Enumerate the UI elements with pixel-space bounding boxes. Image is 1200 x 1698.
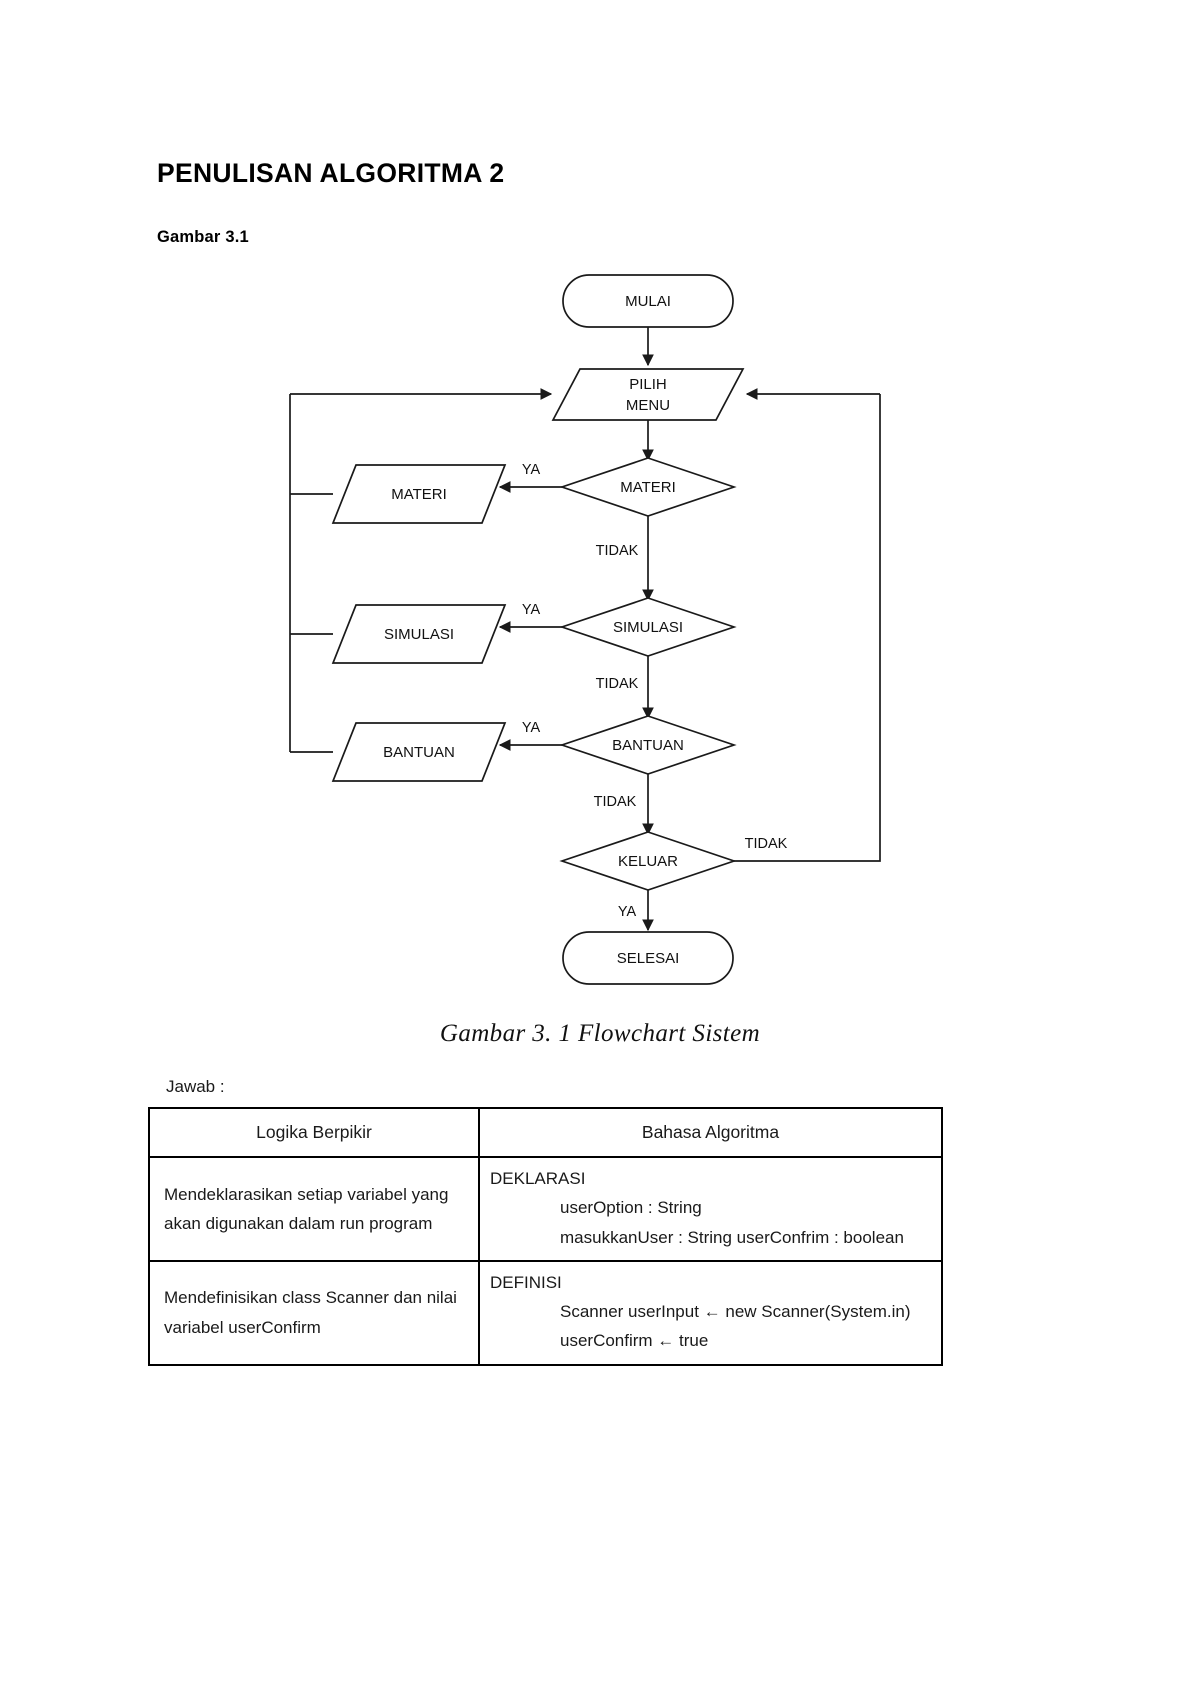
cell-logic-2: Mendefinisikan class Scanner dan nilai v… (148, 1259, 480, 1366)
node-selesai (562, 931, 734, 985)
algo-line-2-1: Scanner userInput ← new Scanner(System.i… (560, 1302, 911, 1322)
page-title: PENULISAN ALGORITMA 2 (157, 158, 505, 188)
node-label-pilih-menu-line1: PILIH (629, 376, 667, 393)
edge-label-bantuan-ya: YA (522, 720, 541, 736)
table-row: Mendefinisikan class Scanner dan nilai v… (148, 1259, 943, 1366)
figure-caption: Gambar 3. 1 Flowchart Sistem (439, 1020, 761, 1047)
node-label-bantuan-output: BANTUAN (383, 744, 455, 761)
figure-subtitle: Gambar 3.1 (157, 228, 249, 246)
algo-head-2: DEFINISI (490, 1272, 562, 1292)
table-row: Mendeklarasikan setiap variabel yang aka… (148, 1156, 943, 1262)
algo-head-1: DEKLARASI (490, 1169, 586, 1189)
node-label-bantuan-decision: BANTUAN (612, 737, 684, 754)
cell-logic-1: Mendeklarasikan setiap variabel yang aka… (148, 1156, 480, 1262)
edge-label-keluar-tidak: TIDAK (745, 836, 788, 852)
column-header-logika: Logika Berpikir (148, 1106, 480, 1159)
algo-line-1-1: userOption : String (560, 1198, 702, 1218)
node-label-selesai: SELESAI (617, 950, 680, 967)
algo-line-1-2: masukkanUser : String userConfrim : bool… (560, 1227, 904, 1247)
node-materi-output (331, 464, 507, 524)
cell-algo-1: DEKLARASI userOption : String masukkanUs… (478, 1156, 943, 1262)
node-label-simulasi-decision: SIMULASI (613, 619, 683, 636)
edge-label-materi-tidak: TIDAK (596, 543, 639, 559)
edge-label-simulasi-ya: YA (522, 602, 541, 618)
table-header-row: Logika Berpikir Bahasa Algoritma (148, 1106, 943, 1159)
node-label-mulai: MULAI (625, 293, 671, 310)
node-label-simulasi-output: SIMULASI (384, 626, 454, 643)
column-header-bahasa: Bahasa Algoritma (478, 1106, 943, 1159)
node-label-pilih-menu-line2: MENU (626, 397, 670, 414)
node-label-keluar-decision: KELUAR (618, 853, 678, 870)
edge-label-simulasi-tidak: TIDAK (596, 676, 639, 692)
edge-label-keluar-ya: YA (618, 904, 637, 920)
node-label-materi-output: MATERI (391, 486, 447, 503)
answer-label: Jawab : (166, 1077, 225, 1096)
node-simulasi-output (331, 604, 507, 664)
flowchart-diagram: MULAI PILIH MENU MATERI MATERI SIMULASI … (250, 262, 950, 1002)
algorithm-table: Logika Berpikir Bahasa Algoritma Mendekl… (148, 1106, 943, 1366)
algo-line-2-2: userConfirm ← true (560, 1331, 709, 1351)
cell-algo-2: DEFINISI Scanner userInput ← new Scanner… (478, 1259, 943, 1366)
node-bantuan-output (331, 722, 507, 782)
node-label-materi-decision: MATERI (620, 479, 676, 496)
edge-label-bantuan-tidak: TIDAK (594, 794, 637, 810)
edge-label-materi-ya: YA (522, 462, 541, 478)
node-pilih-menu (551, 368, 745, 421)
